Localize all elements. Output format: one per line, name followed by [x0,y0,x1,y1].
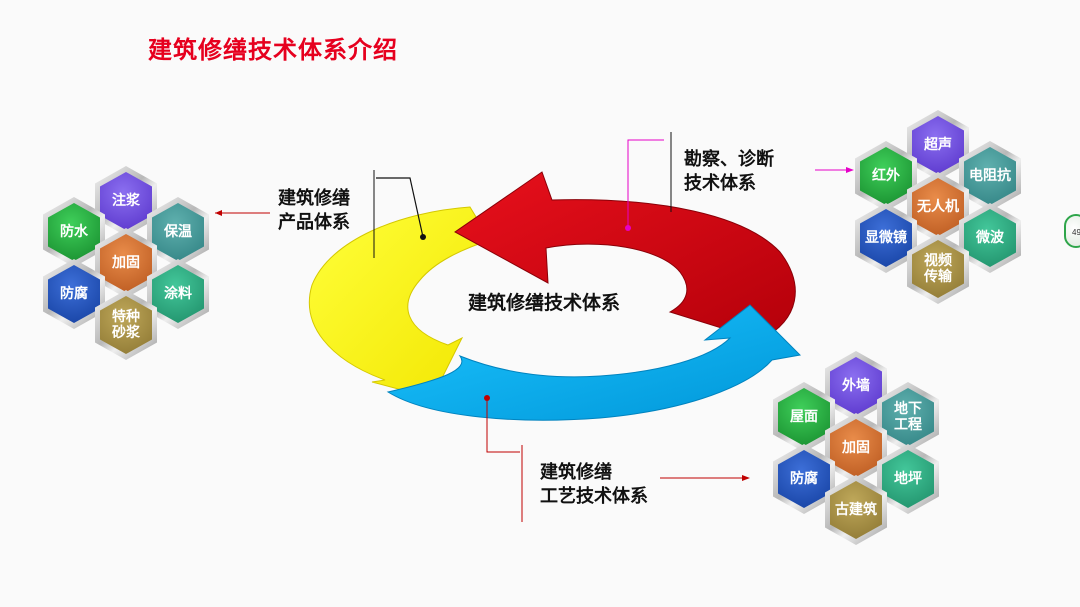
survey-hex-超声: 超声 [907,110,969,180]
hex-label: 显微镜 [860,209,912,267]
process-dot [484,395,490,401]
hex-label: 地坪 [882,450,934,508]
product-arrow-head [215,210,222,216]
survey-label-line1: 勘察、诊断 [684,149,774,170]
survey-hex-电阻抗: 电阻抗 [959,141,1021,211]
survey-dot [625,225,631,231]
process-system-label: 建筑修缮 工艺技术体系 [540,461,648,509]
process-hex-外墙: 外墙 [825,351,887,421]
product-dot [420,234,426,240]
survey-arrow-head [846,167,854,173]
hex-label: 无人机 [912,178,964,236]
survey-system-label: 勘察、诊断 技术体系 [684,148,774,196]
product-label-line2: 产品体系 [278,212,350,233]
survey-hex-视频传输: 视频传输 [907,234,969,304]
hex-label: 加固 [830,419,882,477]
process-hex-地下工程: 地下工程 [877,382,939,452]
center-label: 建筑修缮技术体系 [468,292,621,314]
hex-label: 保温 [152,203,204,261]
hex-label: 古建筑 [830,481,882,539]
product-hex-保温: 保温 [147,197,209,267]
page-number-badge[interactable]: 49 [1064,214,1080,248]
page-title: 建筑修缮技术体系介绍 [148,36,398,64]
hex-label: 电阻抗 [964,147,1016,205]
hex-label: 防腐 [778,450,830,508]
hex-label: 微波 [964,209,1016,267]
process-label-line2: 工艺技术体系 [540,486,648,507]
blue-arrow [386,304,802,421]
process-hex-防腐: 防腐 [773,444,835,514]
survey-hex-无人机: 无人机 [907,172,969,242]
process-arrow-head [742,475,750,481]
product-hex-加固: 加固 [95,228,157,298]
product-hex-防水: 防水 [43,197,105,267]
product-system-label: 建筑修缮 产品体系 [278,187,350,235]
process-hex-古建筑: 古建筑 [825,475,887,545]
survey-hex-微波: 微波 [959,203,1021,273]
yellow-arrow [308,206,491,399]
hex-label: 屋面 [778,388,830,446]
product-label-line1: 建筑修缮 [278,188,350,209]
survey-hex-红外: 红外 [855,141,917,211]
hex-label: 注浆 [100,172,152,230]
hex-label: 超声 [912,116,964,174]
survey-label-line2: 技术体系 [684,173,756,194]
survey-hex-显微镜: 显微镜 [855,203,917,273]
product-hex-防腐: 防腐 [43,259,105,329]
process-hex-屋面: 屋面 [773,382,835,452]
product-connector [376,177,424,238]
hex-label: 防水 [48,203,100,261]
process-connector [486,398,520,453]
process-label-line1: 建筑修缮 [540,462,612,483]
hex-label: 地下工程 [882,388,934,446]
product-hex-特种砂浆: 特种砂浆 [95,290,157,360]
hex-label: 视频传输 [912,240,964,298]
process-hex-地坪: 地坪 [877,444,939,514]
product-hex-注浆: 注浆 [95,166,157,236]
hex-label: 红外 [860,147,912,205]
product-hex-涂料: 涂料 [147,259,209,329]
survey-connector [627,139,664,228]
process-hex-加固: 加固 [825,413,887,483]
hex-label: 外墙 [830,357,882,415]
